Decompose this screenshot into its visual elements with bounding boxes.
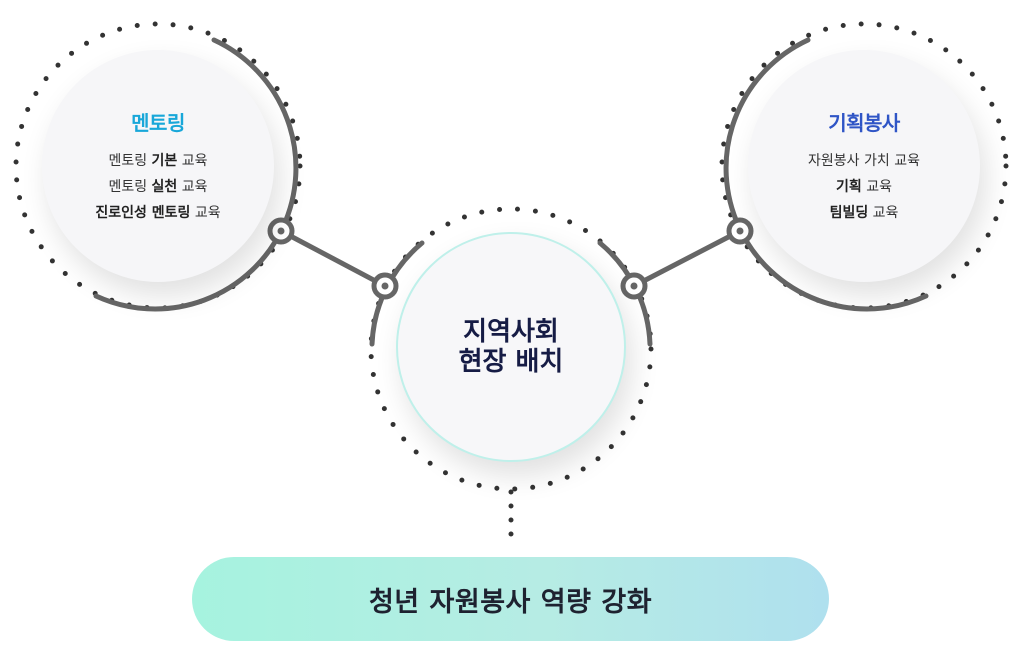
goal-banner: 청년 자원봉사 역량 강화 [192,557,829,641]
right-dotted-ring [719,21,1009,311]
mentoring-item: 진로인성 멘토링 교육 [95,204,221,221]
planned-volunteering-item: 자원봉사 가치 교육 [808,152,920,169]
planned-volunteering-node: 기획봉사 자원봉사 가치 교육 기획 교육 팀빌딩 교육 [748,50,980,282]
right-connector [632,228,742,289]
community-placement-line2: 현장 배치 [458,347,564,377]
community-placement-node: 지역사회 현장 배치 [396,232,626,462]
planned-volunteering-title: 기획봉사 [828,110,900,135]
mentoring-item: 멘토링 실천 교육 [108,178,208,195]
mentoring-title: 멘토링 [131,110,185,135]
mentoring-node: 멘토링 멘토링 기본 교육 멘토링 실천 교육 진로인성 멘토링 교육 [42,50,274,282]
planned-volunteering-item: 팀빌딩 교육 [829,204,899,221]
left-connector [279,228,387,289]
goal-label: 청년 자원봉사 역량 강화 [368,586,653,618]
community-placement-line1: 지역사회 [463,317,559,347]
planned-volunteering-item: 기획 교육 [836,178,892,195]
center-dotted-ring [368,206,654,492]
left-dotted-ring [13,21,303,311]
mentoring-item: 멘토링 기본 교육 [108,152,208,169]
